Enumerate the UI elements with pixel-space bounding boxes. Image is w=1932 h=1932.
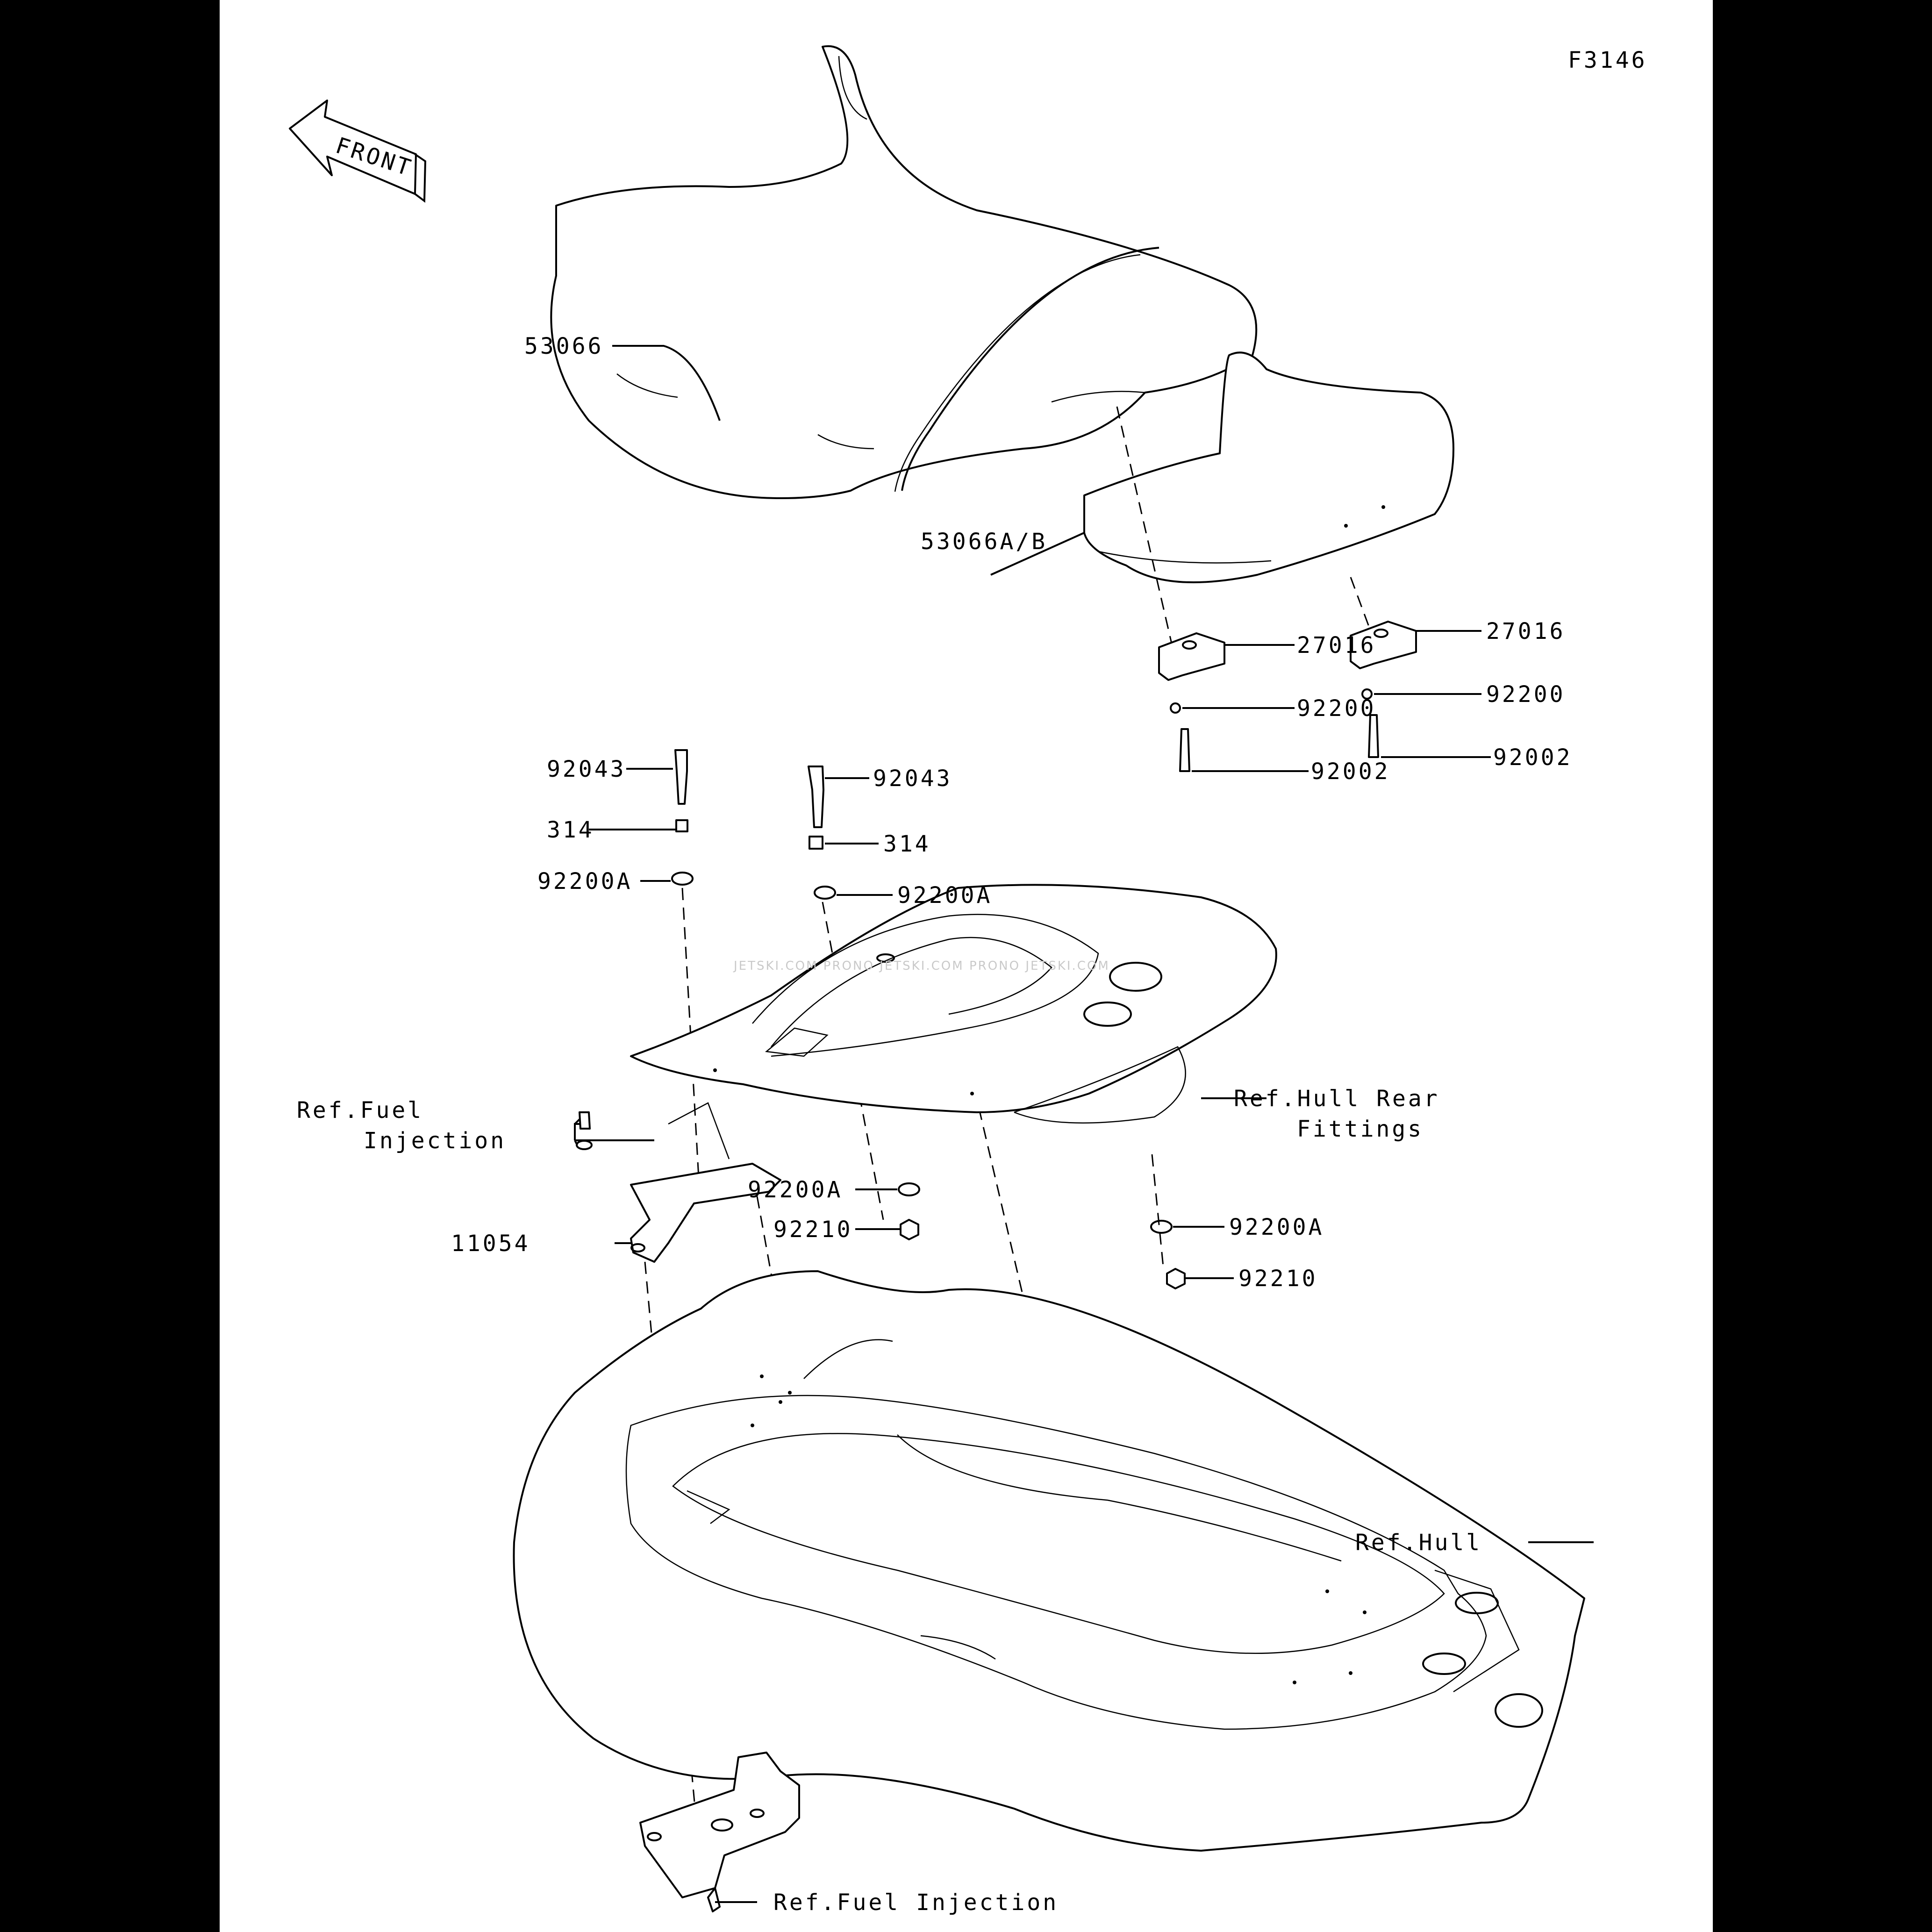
label-ref-fuel-line1: Ref.Fuel (297, 1097, 423, 1123)
label-ref-hull-rear-line2: Fittings (1297, 1116, 1424, 1142)
label-92043-left: 92043 (547, 756, 626, 782)
label-92002-left: 92002 (1311, 758, 1390, 785)
label-92200A-top-right: 92200A (897, 882, 992, 909)
guide-line (1116, 406, 1174, 650)
leader-line (990, 532, 1085, 576)
bolt-ref-fuel (579, 1111, 591, 1130)
nut-314-left (675, 819, 688, 832)
leader-line (574, 1118, 654, 1145)
washer-92200-left (1170, 702, 1181, 714)
parts-diagram-sheet: FRONT F3146 (220, 0, 1713, 1932)
washer-92200A-top-right (814, 886, 836, 900)
washer-92200A-top-left (671, 872, 694, 886)
label-92210-right: 92210 (1238, 1266, 1318, 1292)
bolt-92002-right (1368, 714, 1379, 758)
label-ref-fuel-injection: Ref.Fuel Injection (773, 1889, 1059, 1916)
label-92200-left: 92200 (1297, 695, 1376, 722)
label-92043-right: 92043 (873, 766, 952, 792)
label-92200-right: 92200 (1486, 681, 1566, 708)
washer-92200A-bottom-right (1150, 1220, 1173, 1234)
washer-92200-right (1361, 688, 1373, 700)
pad-27016-left (1158, 632, 1225, 681)
label-53066AB: 53066A/B (921, 529, 1047, 555)
label-92210-left: 92210 (773, 1216, 853, 1243)
fuel-injection-bracket (639, 1752, 800, 1912)
label-ref-hull-rear-line1: Ref.Hull Rear (1234, 1086, 1440, 1112)
washer-ref-fuel (576, 1140, 593, 1150)
watermark: JETSKI.COM PRONO JETSKI.COM PRONO JETSKI… (733, 959, 1110, 973)
label-92200A-bottom-right: 92200A (1229, 1214, 1324, 1240)
front-seat-53066 (550, 45, 1258, 499)
label-11054: 11054 (451, 1231, 530, 1257)
rear-seat-53066AB (1083, 351, 1454, 583)
bracket-11054 (630, 1102, 781, 1263)
nut-314-right (809, 836, 823, 850)
label-27016-right: 27016 (1486, 618, 1566, 644)
figure-id: F3146 (1568, 47, 1647, 73)
label-27016-left: 27016 (1297, 632, 1376, 658)
hull (513, 1270, 1585, 1852)
hull-rear-fittings (630, 884, 1277, 1124)
stud-92043-left (674, 749, 688, 805)
pad-27016-right (1350, 621, 1417, 669)
guide-line (1151, 1154, 1165, 1272)
washer-92200A-bottom-left (898, 1182, 920, 1196)
leader-line (612, 345, 721, 421)
stud-92043-right (808, 766, 824, 828)
nut-92210-left (900, 1219, 919, 1240)
guide-line (1350, 577, 1375, 641)
label-92200A-top-left: 92200A (537, 868, 632, 894)
label-92002-right: 92002 (1493, 744, 1573, 771)
label-314-right: 314 (883, 831, 931, 857)
label-ref-hull: Ref.Hull (1355, 1530, 1482, 1556)
label-314-left: 314 (547, 817, 594, 843)
exploded-view-drawing: FRONT F3146 (289, 45, 1647, 1916)
label-ref-fuel-line2: Injection (364, 1128, 506, 1154)
label-53066: 53066 (524, 333, 604, 359)
nut-92210-right (1166, 1268, 1186, 1289)
front-arrow-icon: FRONT (289, 100, 427, 203)
label-92200A-bottom-left: 92200A (748, 1177, 843, 1203)
bolt-92002-left (1179, 728, 1190, 772)
